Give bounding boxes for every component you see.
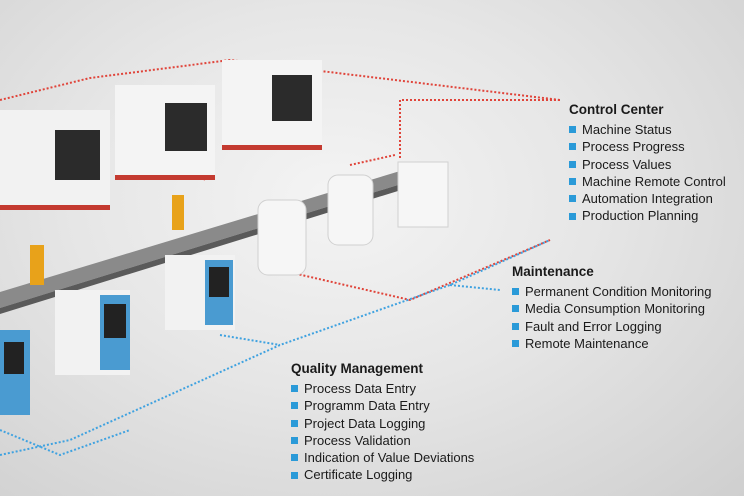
list-item: Process Data Entry [291, 380, 474, 397]
list-item: Machine Remote Control [569, 173, 726, 190]
bullet-icon [569, 143, 576, 151]
bullet-icon [512, 305, 519, 313]
list-item: Permanent Condition Monitoring [512, 283, 711, 300]
bullet-icon [569, 195, 576, 203]
list-item: Automation Integration [569, 190, 726, 207]
bullet-icon [291, 419, 298, 427]
quality-management-title: Quality Management [291, 361, 424, 376]
maintenance-panel: Maintenance Permanent Condition Monitori… [512, 264, 711, 352]
bullet-icon [569, 178, 576, 186]
bullet-icon [291, 437, 298, 445]
bullet-icon [291, 454, 298, 462]
control-center-title: Control Center [569, 102, 664, 117]
list-item: Production Planning [569, 207, 726, 224]
media-tanks [257, 161, 449, 276]
bullet-icon [512, 340, 519, 348]
quality-network-lines [0, 239, 551, 457]
list-item: Remote Maintenance [512, 335, 711, 352]
list-item: Machine Status [569, 121, 726, 138]
bullet-icon [569, 126, 576, 134]
bullet-icon [291, 402, 298, 410]
bullet-icon [512, 322, 519, 330]
list-item: Certificate Logging [291, 466, 474, 483]
quality-management-panel: Quality Management Process Data Entry Pr… [291, 361, 474, 484]
quality-stations [0, 255, 235, 415]
maintenance-title: Maintenance [512, 264, 594, 279]
list-item: Process Progress [569, 138, 726, 155]
list-item: Indication of Value Deviations [291, 449, 474, 466]
robot-arms [30, 195, 184, 285]
bullet-icon [569, 212, 576, 220]
list-item: Process Validation [291, 432, 474, 449]
list-item: Project Data Logging [291, 415, 474, 432]
list-item: Programm Data Entry [291, 397, 474, 414]
machining-centers [0, 60, 322, 210]
list-item: Process Values [569, 156, 726, 173]
bullet-icon [512, 288, 519, 296]
control-center-panel: Control Center Machine Status Process Pr… [569, 102, 726, 225]
bullet-icon [291, 385, 298, 393]
bullet-icon [569, 160, 576, 168]
list-item: Media Consumption Monitoring [512, 300, 711, 317]
list-item: Fault and Error Logging [512, 318, 711, 335]
bullet-icon [291, 471, 298, 479]
